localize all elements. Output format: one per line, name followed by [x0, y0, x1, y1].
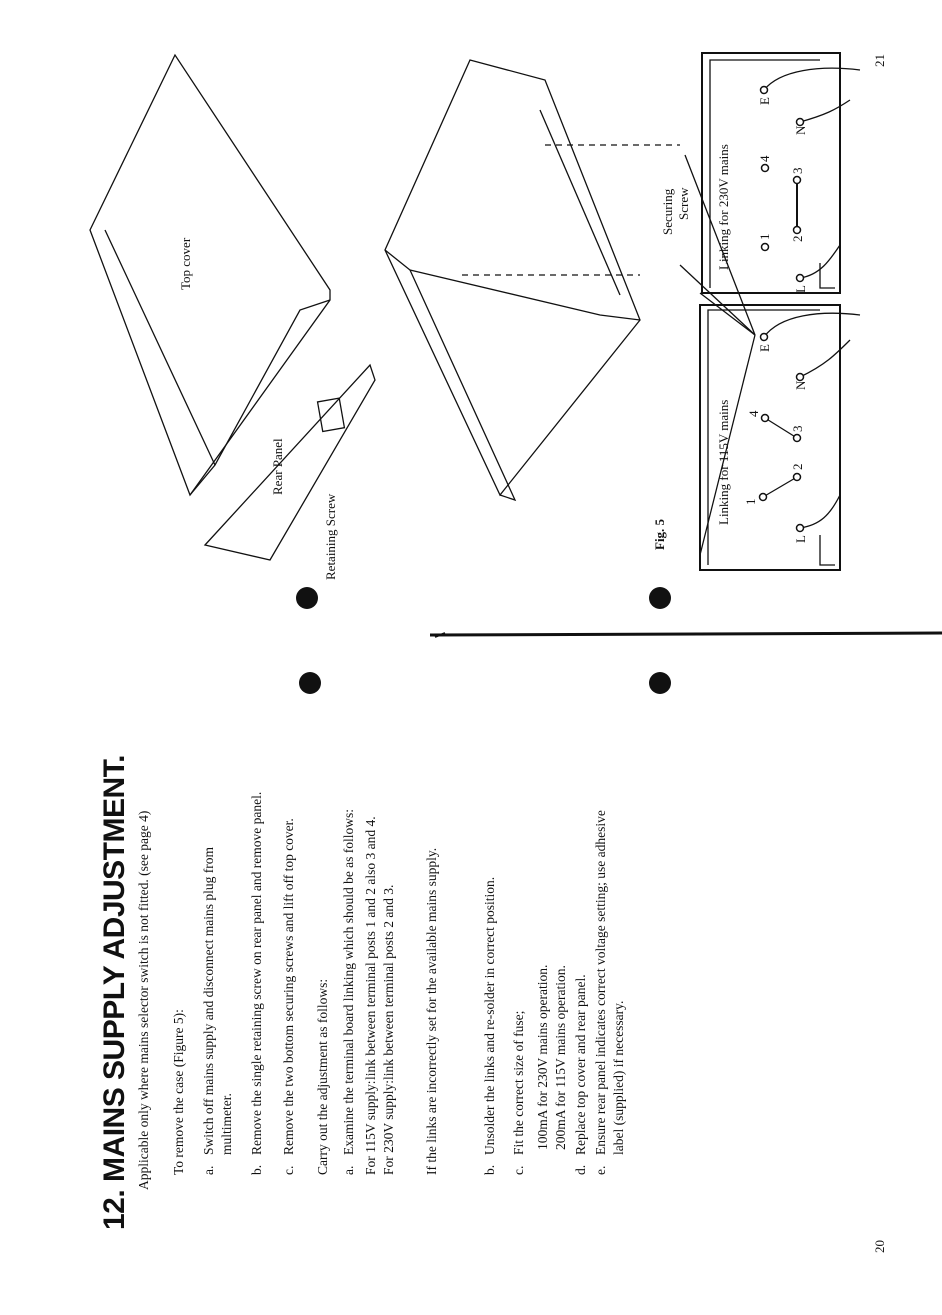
figure-label: Fig. 5 [652, 518, 667, 550]
label-securing: Securing [660, 188, 675, 235]
svg-text:N: N [793, 125, 808, 135]
box-230-title: Linking for 230V mains [716, 144, 731, 270]
box-115 [699, 304, 841, 571]
box-115-title: Linking for 115V mains [716, 400, 731, 525]
svg-text:2: 2 [790, 464, 805, 471]
case-shape [384, 59, 641, 497]
svg-text:4: 4 [757, 155, 772, 162]
svg-text:3: 3 [790, 426, 805, 433]
svg-text:L: L [793, 285, 808, 293]
svg-text:1: 1 [743, 499, 758, 506]
svg-text:2: 2 [790, 236, 805, 243]
binder-holes [296, 587, 671, 694]
page-divider [429, 631, 942, 637]
svg-text:1: 1 [757, 234, 772, 241]
svg-text:L: L [793, 535, 808, 543]
rear-panel-shape [203, 363, 376, 561]
label-rear-panel: Rear Panel [270, 438, 285, 495]
svg-text:E: E [757, 344, 772, 352]
box-230 [701, 52, 841, 294]
svg-text:3: 3 [790, 168, 805, 175]
svg-text:E: E [757, 97, 772, 105]
label-top-cover: Top cover [178, 237, 193, 290]
terminal-labels-115: L 1 2 3 4 N E [743, 344, 808, 543]
svg-text:4: 4 [746, 410, 761, 417]
label-retaining-screw: Retaining Screw [323, 493, 338, 580]
terminal-labels-230: L 1 2 3 4 N E [757, 97, 808, 293]
svg-text:N: N [793, 380, 808, 390]
label-screw: Screw [676, 187, 691, 220]
top-cover-shape [89, 53, 331, 497]
